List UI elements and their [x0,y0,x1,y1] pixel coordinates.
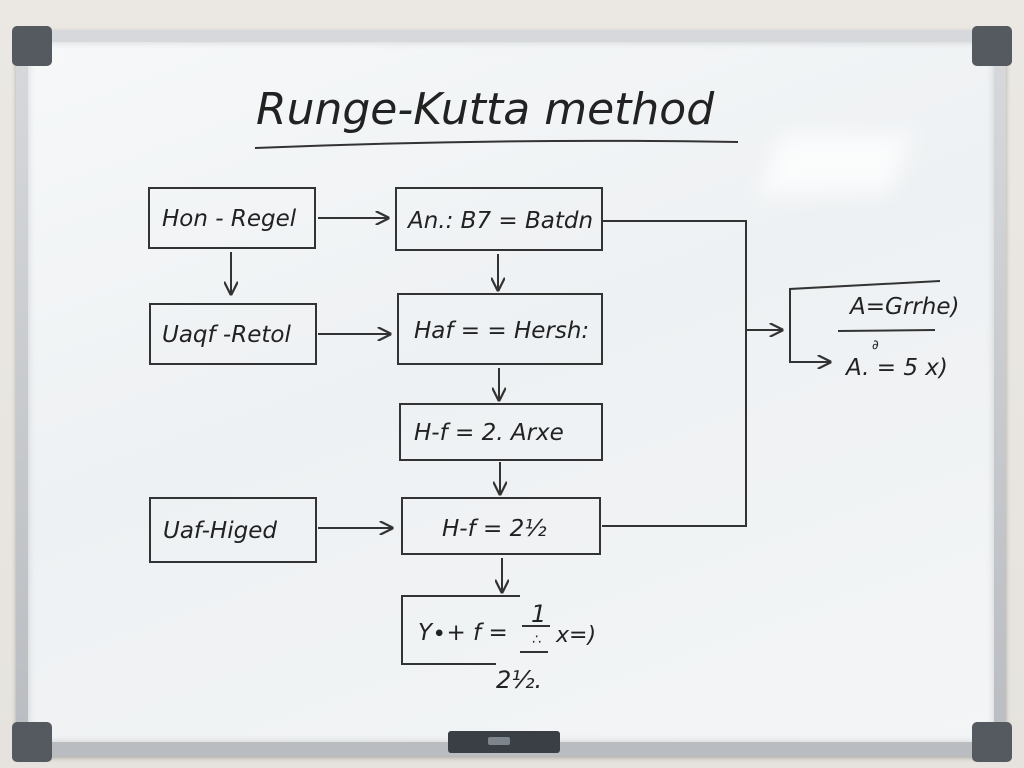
box-center-4 [401,497,601,555]
box-center-1 [395,187,603,251]
right-panel-mid-mark: ∂ [872,338,879,353]
bottom-below-text: 2½. [496,666,542,694]
corner-cap-bottom-left [12,722,52,762]
page-title: Runge-Kutta method [256,84,715,135]
box-center-1-label: An.: B7 = Batdn [406,208,593,234]
box-left-2 [149,303,317,365]
box-left-3 [149,497,317,563]
bottom-fraction-mid: ∴ [532,632,541,648]
right-panel-line-1: A=Grrhe) [848,294,959,320]
corner-cap-bottom-right [972,722,1012,762]
box-center-2-label: Haf = = Hersh: [414,318,589,344]
bottom-fraction-top: 1 [531,600,546,628]
corner-cap-top-right [972,26,1012,66]
box-left-3-label: Uaf-Higed [163,518,277,544]
corner-cap-top-left [12,26,52,66]
box-center-3-label: H-f = 2. Arxe [414,420,564,446]
box-center-4-label: H-f = 2½ [442,516,547,542]
marker-tray [448,731,560,753]
box-bottom-bracket [401,595,520,665]
marker-clip [488,737,510,745]
box-center-2 [397,293,603,365]
box-left-1-label: Hon - Regel [162,206,297,232]
box-center-3 [399,403,603,461]
title-underline [254,139,739,149]
box-left-2-label: Uaqf -Retol [162,322,291,348]
right-panel-bracket [789,280,941,362]
box-left-1 [148,187,316,249]
connector-right-bus [602,220,747,527]
right-panel-line-2: A. = 5 x) [844,355,948,381]
bottom-formula-left: Y∙+ f = [418,620,508,646]
bottom-formula-right: x=) [555,623,596,648]
right-panel-divider [837,329,936,332]
